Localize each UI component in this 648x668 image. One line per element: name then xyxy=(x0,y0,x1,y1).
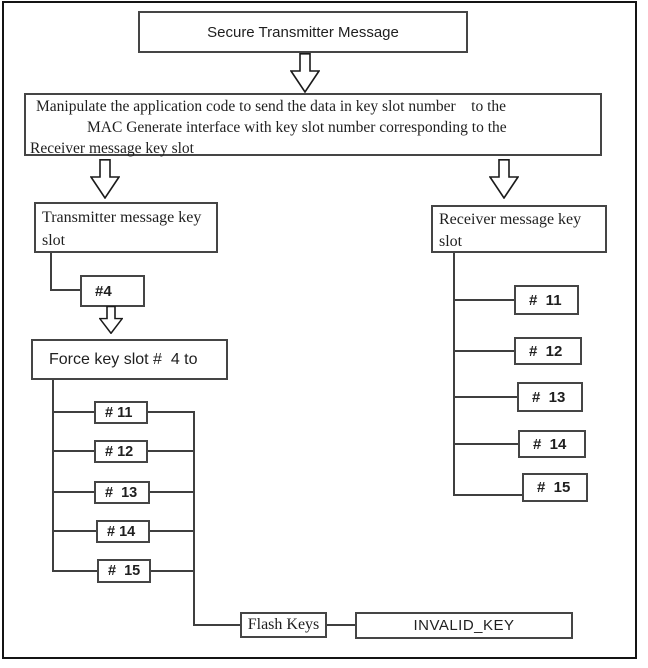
connector-line xyxy=(52,380,54,572)
connector-line xyxy=(453,350,514,352)
node-receiver-slot-14: # 14 xyxy=(518,430,586,458)
node-transmitter-message-key-slot: Transmitter message key slot xyxy=(34,202,218,253)
manipulate-text-line2: MAC Generate interface with key slot num… xyxy=(87,119,507,136)
down-block-arrow-icon xyxy=(489,159,519,199)
node-receiver-message-key-slot: Receiver message key slot xyxy=(431,205,607,253)
manipulate-text-line1: Manipulate the application code to send … xyxy=(36,98,507,115)
connector-line xyxy=(327,624,355,626)
node-forced-slot-13: # 13 xyxy=(94,481,150,504)
node-key-slot-4: #4 xyxy=(80,275,145,307)
manipulate-text-line3: Receiver message key slot xyxy=(30,140,194,157)
connector-line xyxy=(148,450,194,452)
connector-line xyxy=(148,411,194,413)
connector-line xyxy=(150,530,194,532)
node-forced-slot-12: # 12 xyxy=(94,440,148,463)
node-force-key-slot: Force key slot # 4 to xyxy=(31,339,228,380)
connector-line xyxy=(453,494,522,496)
node-manipulate-application-code: Manipulate the application code to send … xyxy=(24,93,602,157)
connector-line xyxy=(50,253,52,291)
node-forced-slot-15: # 15 xyxy=(97,559,151,583)
connector-line xyxy=(193,624,240,626)
down-block-arrow-icon xyxy=(290,53,320,93)
node-forced-slot-11: # 11 xyxy=(94,401,148,424)
node-receiver-slot-12: # 12 xyxy=(514,337,582,365)
connector-line xyxy=(150,491,194,493)
down-block-arrow-icon xyxy=(99,306,123,334)
node-receiver-slot-13: # 13 xyxy=(517,382,583,412)
node-flash-keys: Flash Keys xyxy=(240,612,327,638)
connector-line xyxy=(50,289,80,291)
node-receiver-slot-15: # 15 xyxy=(522,473,588,502)
node-invalid-key: INVALID_KEY xyxy=(355,612,573,639)
connector-line xyxy=(453,299,514,301)
connector-line xyxy=(52,491,94,493)
connector-line xyxy=(52,411,94,413)
node-secure-transmitter-message: Secure Transmitter Message xyxy=(138,11,468,53)
page-border xyxy=(2,1,637,659)
connector-line xyxy=(52,570,97,572)
connector-line xyxy=(52,450,94,452)
down-block-arrow-icon xyxy=(90,159,120,199)
connector-line xyxy=(151,570,194,572)
node-receiver-slot-11: # 11 xyxy=(514,285,579,315)
connector-line xyxy=(52,530,96,532)
connector-line xyxy=(193,411,195,626)
node-forced-slot-14: # 14 xyxy=(96,520,150,543)
connector-line xyxy=(453,396,517,398)
connector-line xyxy=(453,253,455,496)
connector-line xyxy=(453,443,518,445)
